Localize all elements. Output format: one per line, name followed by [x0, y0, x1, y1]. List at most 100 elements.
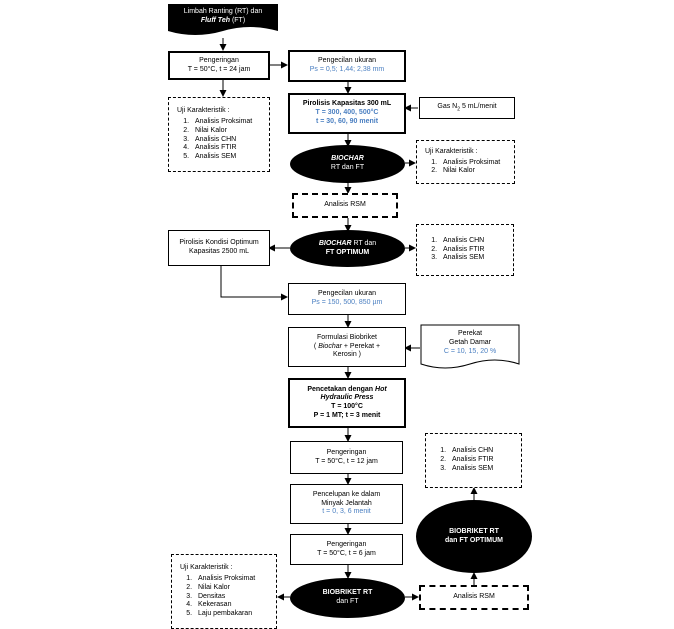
drying-3-title: Pengeringan — [326, 540, 367, 548]
formulation-box: Formulasi Biobriket ( Biochar + Perekat … — [288, 327, 406, 367]
size-reduction-box-2: Pengecilan ukuran Ps = 150, 500, 850 µm — [288, 283, 406, 315]
char4-list: Analisis Proksimat Nilai Kalor Densitas … — [180, 575, 255, 619]
formul-biochar: Biochar — [318, 342, 342, 350]
list-item: Analisis FTIR — [191, 144, 252, 153]
biochar-ellipse: BIOCHAR RT dan FT — [290, 145, 405, 183]
char5-list: Analisis CHN Analisis FTIR Analisis SEM — [434, 447, 494, 473]
biochar-opt-rt: RT dan — [351, 239, 377, 247]
briket-line1: BIOBRIKET RT — [322, 589, 373, 597]
pyrolysis-optimum-box: Pirolisis Kondisi Optimum Kapasitas 2500… — [168, 230, 270, 266]
biochar-optimum-ellipse: BIOCHAR RT dan FT OPTIMUM — [290, 230, 405, 267]
arrow-pyroopt-size2 — [220, 265, 288, 301]
size-1-title: Pengecilan ukuran — [318, 57, 376, 65]
binder-line3: C = 10, 15, 20 % — [443, 348, 497, 356]
binder-node: Perekat Getah Damar C = 10, 15, 20 % — [420, 329, 520, 356]
press-line1: Pencetakan dengan Hot — [307, 386, 386, 395]
pyrolysis-temp: T = 300, 400, 500°C — [315, 109, 379, 117]
list-item: Nilai Kalor — [191, 127, 252, 136]
rsm1-label: Analisis RSM — [324, 201, 366, 209]
char4-title: Uji Karakteristik : — [180, 564, 233, 572]
list-item: Analisis SEM — [439, 254, 485, 263]
start-line2: Fluff Teh (FT) — [167, 16, 279, 25]
dip-line3: t = 0, 3, 6 menit — [322, 508, 371, 516]
biochar-title: BIOCHAR — [331, 155, 364, 163]
binder-line2: Getah Damar — [448, 339, 492, 347]
rsm-box-2: Analisis RSM — [419, 585, 529, 610]
start-shape — [168, 4, 278, 35]
size-1-params: Ps = 0,5; 1,44; 2,38 mm — [309, 66, 385, 73]
drying-box-1: Pengeringan T = 50°C, t = 24 jam — [168, 51, 270, 80]
list-item: Analisis Proksimat — [439, 159, 500, 168]
gas-pre: Gas N — [437, 103, 458, 111]
formul-line3: Kerosin ) — [332, 351, 361, 359]
list-item: Analisis CHN — [439, 237, 485, 246]
list-item: Densitas — [194, 593, 255, 602]
characterization-box-4: Uji Karakteristik : Analisis Proksimat N… — [171, 554, 277, 629]
biochar-subtitle: RT dan FT — [330, 164, 365, 171]
list-item: Analisis FTIR — [448, 456, 494, 465]
dip-line1: Pencelupan ke dalam — [312, 490, 381, 498]
list-item: Analisis SEM — [448, 465, 494, 474]
list-item: Kekerasan — [194, 601, 255, 610]
characterization-box-3: Analisis CHN Analisis FTIR Analisis SEM — [416, 224, 514, 276]
list-item: Analisis CHN — [191, 136, 252, 145]
list-item: Nilai Kalor — [439, 167, 500, 176]
formul-line2: ( Biochar + Perekat + — [314, 343, 380, 352]
start-ft: (FT) — [230, 17, 246, 25]
drying-3-params: T = 50°C, t = 6 jam — [317, 549, 376, 557]
list-item: Analisis Proksimat — [191, 118, 252, 127]
pyrolysis-time: t = 30, 60, 90 menit — [315, 117, 379, 125]
char3-list: Analisis CHN Analisis FTIR Analisis SEM — [425, 237, 485, 263]
size-2-title: Pengecilan ukuran — [318, 290, 376, 298]
drying-2-params: T = 50°C, t = 12 jam — [315, 457, 378, 465]
list-item: Nilai Kalor — [194, 584, 255, 593]
binder-document-shape — [420, 324, 520, 369]
pyro-opt-line1: Pirolisis Kondisi Optimum — [179, 239, 259, 247]
press-l1a: Pencetakan dengan — [307, 385, 376, 393]
biochar-opt-line2: FT OPTIMUM — [325, 248, 370, 256]
list-item: Analisis FTIR — [439, 246, 485, 255]
start-line1: Limbah Ranting (RT) dan — [183, 8, 263, 15]
characterization-box-1: Uji Karakteristik : Analisis Proksimat N… — [168, 97, 270, 172]
size-reduction-box-1: Pengecilan ukuran Ps = 0,5; 1,44; 2,38 m… — [288, 50, 406, 82]
rsm2-label: Analisis RSM — [453, 593, 495, 601]
gas-post: 5 mL/menit — [460, 103, 497, 111]
char2-title: Uji Karakteristik : — [425, 147, 478, 155]
biochar-opt-line1: BIOCHAR RT dan — [319, 240, 376, 249]
binder-line1: Perekat — [457, 330, 483, 337]
size-2-params: Ps = 150, 500, 850 µm — [311, 299, 383, 306]
drying-box-3: Pengeringan T = 50°C, t = 6 jam — [290, 534, 403, 565]
press-line4: P = 1 MT; t = 3 menit — [313, 411, 381, 419]
dipping-box: Pencelupan ke dalam Minyak Jelantah t = … — [290, 484, 403, 524]
gas-label: Gas N2 5 mL/menit — [437, 103, 496, 113]
press-line2: Hydraulic Press — [320, 394, 374, 402]
list-item: Analisis SEM — [191, 153, 252, 162]
biobriket-ellipse: BIOBRIKET RT dan FT — [290, 578, 405, 618]
drying-2-title: Pengeringan — [326, 448, 367, 456]
rsm-box-1: Analisis RSM — [292, 193, 398, 218]
pyrolysis-box: Pirolisis Kapasitas 300 mL T = 300, 400,… — [288, 93, 406, 134]
pressing-box: Pencetakan dengan Hot Hydraulic Press T … — [288, 378, 406, 428]
start-node: Limbah Ranting (RT) dan Fluff Teh (FT) — [167, 7, 279, 25]
list-item: Laju pembakaran — [194, 610, 255, 619]
char2-list: Analisis Proksimat Nilai Kalor — [425, 159, 500, 177]
list-item: Analisis CHN — [448, 447, 494, 456]
formul-rest: + Perekat + — [341, 342, 381, 350]
press-line3: T = 100°C — [331, 403, 363, 410]
char1-list: Analisis Proksimat Nilai Kalor Analisis … — [177, 118, 252, 162]
list-item: Analisis Proksimat — [194, 575, 255, 584]
biochar-opt-word: BIOCHAR — [318, 239, 352, 247]
start-fluff: Fluff Teh — [200, 17, 230, 25]
briket-opt-line2: dan FT OPTIMUM — [445, 536, 503, 544]
briket-opt-line1: BIOBRIKET RT — [449, 527, 499, 535]
characterization-box-2: Uji Karakteristik : Analisis Proksimat N… — [416, 140, 515, 184]
gas-box: Gas N2 5 mL/menit — [419, 97, 515, 119]
characterization-box-5: Analisis CHN Analisis FTIR Analisis SEM — [425, 433, 522, 488]
formul-line1: Formulasi Biobriket — [317, 333, 377, 341]
press-l1b: Hot — [375, 385, 387, 393]
drying-1-title: Pengeringan — [199, 56, 239, 64]
gas-sub: 2 — [457, 106, 461, 113]
pyrolysis-title: Pirolisis Kapasitas 300 mL — [302, 100, 392, 108]
